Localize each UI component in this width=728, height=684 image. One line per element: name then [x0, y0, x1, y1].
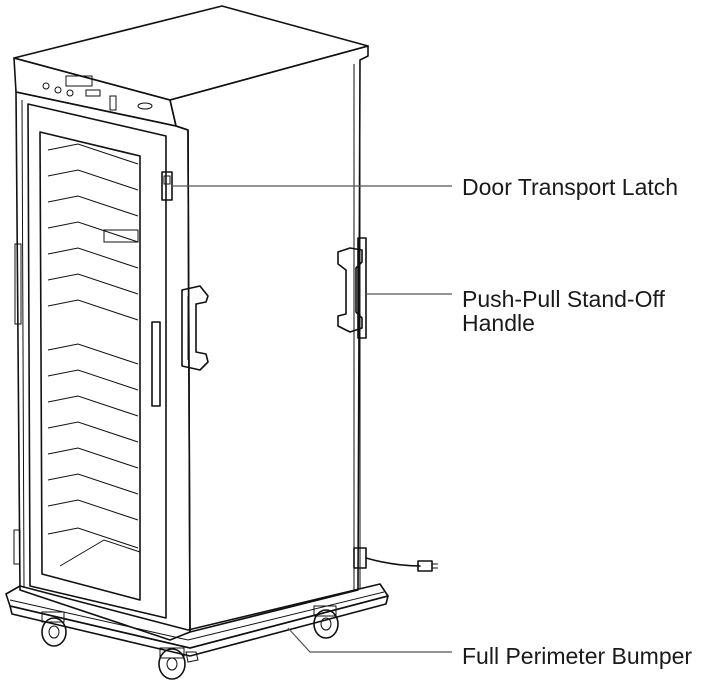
door-glass-window — [39, 131, 141, 601]
callout-handle-line1: Push-Pull Stand-Off — [462, 286, 665, 312]
push-pull-stand-off-handle[interactable] — [337, 237, 367, 339]
cabinet-front-frame — [15, 91, 191, 641]
interior-logo-badge — [103, 229, 139, 243]
control-panel — [13, 57, 177, 127]
caster-front-right — [158, 647, 199, 680]
power-cord — [353, 547, 438, 572]
cabinet-side-panel — [169, 45, 369, 633]
tray-rails — [47, 143, 141, 567]
front-door-handle[interactable] — [181, 285, 209, 371]
caster-rear-right — [313, 605, 339, 639]
control-display — [42, 75, 153, 111]
full-perimeter-bumper — [5, 583, 389, 657]
callout-full-perimeter-bumper: Full Perimeter Bumper — [462, 643, 693, 669]
caster-front-left — [41, 611, 67, 647]
callout-handle-line2: Handle — [462, 310, 535, 336]
leader-bumper — [287, 627, 452, 653]
door-panel — [27, 103, 167, 619]
callout-push-pull-handle: Push-Pull Stand-Off Handle — [462, 287, 665, 335]
door-transport-latch[interactable] — [161, 171, 173, 201]
callout-door-transport-latch: Door Transport Latch — [462, 174, 679, 200]
